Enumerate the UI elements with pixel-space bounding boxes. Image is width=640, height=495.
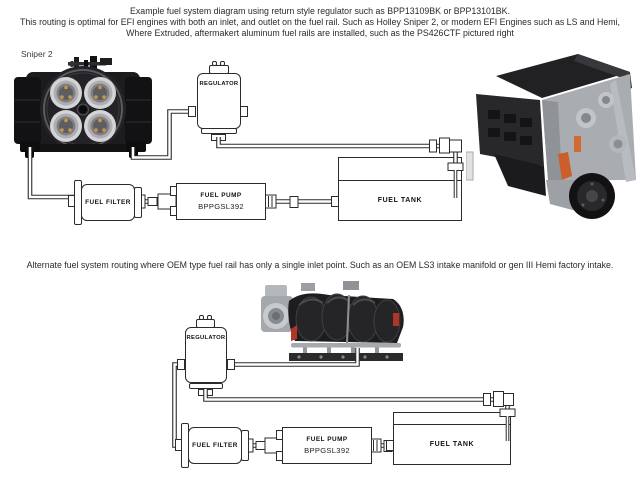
fuel-filter-box-top: FUEL FILTER <box>81 184 135 221</box>
engine-photo <box>466 54 636 219</box>
regulator-label-bottom: REGULATOR <box>186 335 226 341</box>
header-line-1: Example fuel system diagram using return… <box>130 6 510 16</box>
fuel-level-line-top <box>339 158 461 181</box>
alternate-routing-note: Alternate fuel system routing where OEM … <box>26 260 614 270</box>
throttle-bores <box>50 77 116 142</box>
fuel-pump-label-top: FUEL PUMP <box>200 192 242 199</box>
fuel-pump-label-bottom: FUEL PUMP <box>306 436 348 443</box>
fuel-line-throttle-to-regulator <box>130 109 190 160</box>
return-fitting-top <box>439 137 450 154</box>
fuel-tank-box-top: FUEL TANK <box>338 157 462 221</box>
throttle-right-port <box>129 150 138 158</box>
fuel-pump-part-number-top: BPPGSL392 <box>198 202 244 211</box>
throttle-left-port <box>25 150 34 158</box>
regulator-box-top: REGULATOR <box>197 73 241 129</box>
return-fitting-top <box>429 139 437 153</box>
fuel-line-regulator-to-rail <box>231 348 360 367</box>
regulator-bottom-flange-bottom <box>189 383 223 389</box>
return-fitting-bottom <box>483 393 491 406</box>
fuel-line-supply-top <box>27 147 78 200</box>
throttle-linkage <box>68 56 112 74</box>
fuel-filter-box-bottom: FUEL FILTER <box>188 427 242 464</box>
fuel-filter-label-top: FUEL FILTER <box>85 199 131 206</box>
header-line-3: Where Extruded, aftermakert aluminum fue… <box>126 27 514 38</box>
regulator-right-port-top <box>240 106 248 117</box>
fuel-rail <box>291 343 401 348</box>
regulator-outlet-top <box>211 134 226 141</box>
throttle-body-photo <box>14 56 152 158</box>
intake-runners <box>295 293 401 343</box>
regulator-box-bottom: REGULATOR <box>185 327 227 383</box>
coil-packs <box>488 110 532 145</box>
regulator-outlet-bottom <box>198 389 213 396</box>
regulator-label-top: REGULATOR <box>199 81 239 87</box>
regulator-left-port-top <box>188 106 196 117</box>
fuel-tank-label-bottom: FUEL TANK <box>429 441 475 448</box>
fuel-pump-box-top: FUEL PUMP BPPGSL392 <box>176 183 266 220</box>
regulator-right-port-bottom <box>227 359 235 370</box>
intake-manifold-photo <box>261 281 404 361</box>
fuel-tank-box-bottom: FUEL TANK <box>393 412 511 465</box>
header-line-2: This routing is optimal for EFI engines … <box>20 16 620 27</box>
fuel-tank-label-top: FUEL TANK <box>377 197 423 204</box>
fittings-pump-tank-top <box>264 194 299 209</box>
return-elbow-bottom <box>501 393 514 406</box>
throttle-body-label: Sniper 2 <box>21 49 53 59</box>
return-fitting-bottom <box>493 391 504 407</box>
regulator-left-port-bottom <box>177 359 185 370</box>
fuel-filter-right-cap-top <box>134 187 142 218</box>
return-elbow-top <box>449 139 462 153</box>
fuel-pump-box-bottom: FUEL PUMP BPPGSL392 <box>282 427 372 464</box>
fuel-pump-part-number-bottom: BPPGSL392 <box>304 446 350 455</box>
fuel-filter-label-bottom: FUEL FILTER <box>192 442 238 449</box>
fuel-filter-right-cap-bottom <box>241 430 249 461</box>
header-text: Example fuel system diagram using return… <box>0 6 640 38</box>
fuel-line-return-bottom <box>203 389 510 413</box>
fuel-level-line-bottom <box>394 413 510 425</box>
